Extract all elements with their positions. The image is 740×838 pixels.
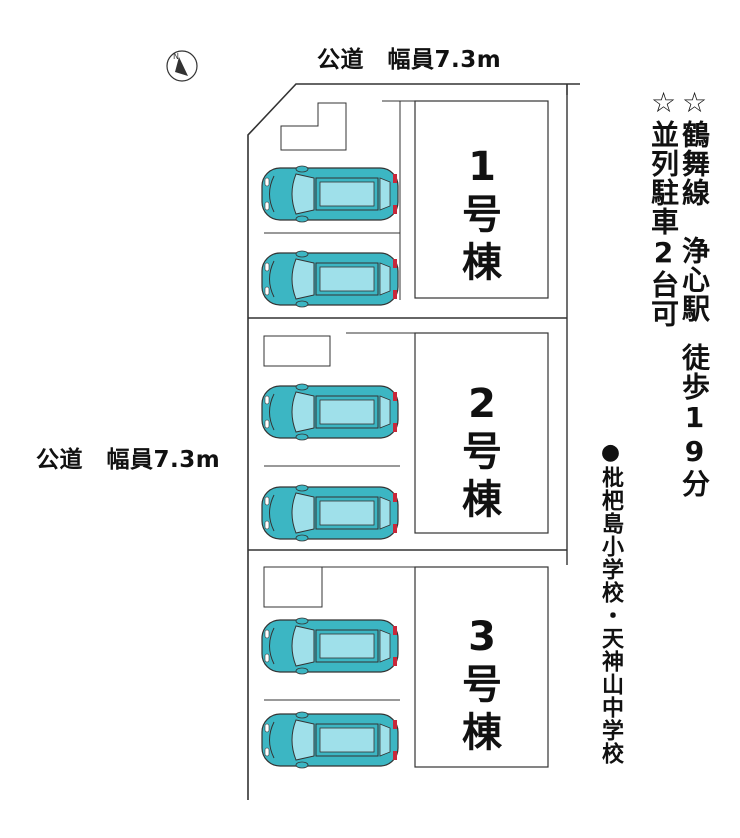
lot3-entrance-outline (263, 566, 323, 608)
building-suffix-1b: 棟 (462, 240, 502, 286)
parked-car-icon (261, 165, 399, 223)
site-boundary (247, 83, 580, 800)
building-number-2: 2 (468, 381, 496, 427)
parked-car-icon (261, 484, 399, 542)
svg-text:N: N (173, 52, 179, 61)
building-number-3: 3 (468, 614, 496, 660)
schools-note: ●枇杷島小学校・天神山中学校 (598, 440, 623, 765)
parked-car-icon (261, 711, 399, 769)
north-arrow-icon: N (166, 50, 198, 82)
building-suffix-2b: 棟 (462, 477, 502, 523)
road-label-left: 公道 幅員7.3m (36, 447, 221, 473)
building-label-2: 2 号 棟 (452, 380, 512, 524)
parked-car-icon (261, 617, 399, 675)
lot2-entrance-outline (263, 335, 331, 367)
building-suffix-1a: 号 (462, 192, 502, 238)
building-suffix-3a: 号 (462, 662, 502, 708)
building-label-3: 3 号 棟 (452, 613, 512, 757)
parked-car-icon (261, 250, 399, 308)
station-note-line2: 徒歩19分 (678, 343, 711, 498)
parking-note: ☆並列駐車2台可 (647, 86, 680, 328)
station-note-line1: ☆鶴舞線 浄心駅 (678, 86, 711, 323)
building-footprint-3 (414, 566, 549, 768)
building-footprint-1 (414, 100, 549, 299)
building-suffix-3b: 棟 (462, 710, 502, 756)
building-footprint-2 (414, 332, 549, 534)
building-number-1: 1 (468, 144, 496, 190)
building-label-1: 1 号 棟 (452, 143, 512, 287)
road-label-top: 公道 幅員7.3m (317, 47, 502, 73)
lot1-entrance-outline (280, 102, 347, 151)
parked-car-icon (261, 383, 399, 441)
building-suffix-2a: 号 (462, 429, 502, 475)
